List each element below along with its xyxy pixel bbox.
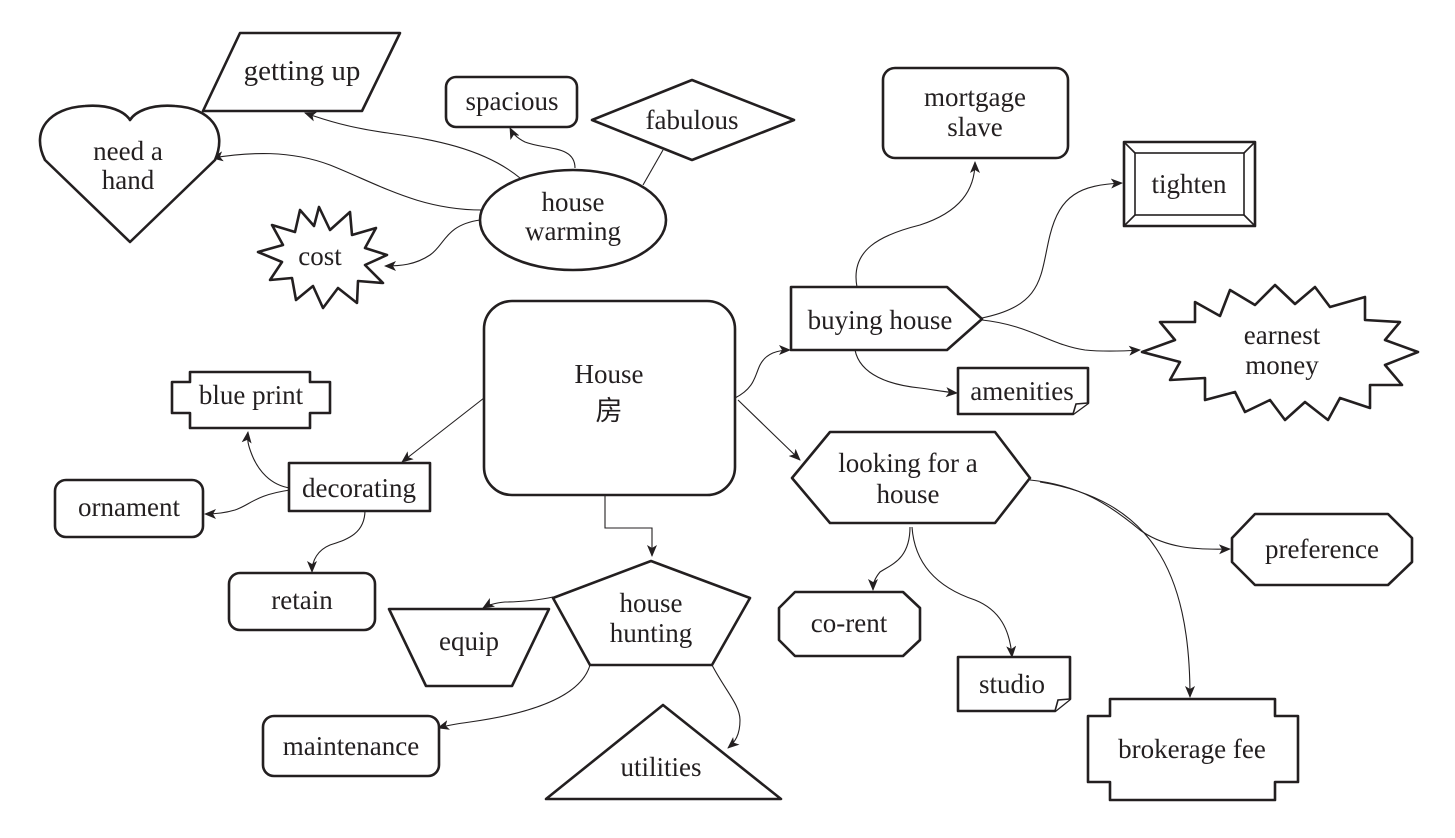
node-mortgage-slave-label-2: slave xyxy=(947,112,1002,142)
node-utilities-label: utilities xyxy=(621,752,702,782)
node-amenities: amenities xyxy=(956,366,1090,416)
node-equip: equip xyxy=(387,607,551,688)
edge-hunting-equip xyxy=(482,596,554,609)
edge-decorating-ornament xyxy=(204,489,291,519)
edge-housewarming-fabulous xyxy=(642,149,664,186)
edge-looking-preference xyxy=(1029,479,1231,555)
node-looking-for-a-house: looking for a house xyxy=(790,430,1032,525)
node-house-warming-label-1: house xyxy=(542,187,605,217)
edge-hunting-maintenance xyxy=(437,664,591,730)
node-house-warming-label-2: warming xyxy=(525,216,621,246)
node-preference: preference xyxy=(1230,512,1414,587)
node-ornament-label: ornament xyxy=(78,492,180,522)
node-ornament: ornament xyxy=(53,478,205,539)
node-brokerage-fee-label: brokerage fee xyxy=(1118,734,1266,764)
edge-housewarming-cost xyxy=(384,219,481,271)
edge-center-buying-house xyxy=(734,345,791,399)
edge-decorating-blue-print xyxy=(241,431,291,489)
edge-housewarming-getting-up xyxy=(304,111,521,179)
node-mortgage-slave-label-1: mortgage xyxy=(924,82,1026,112)
node-getting-up: getting up xyxy=(201,31,402,113)
node-house-hunting: house hunting xyxy=(551,559,752,667)
node-center-house: House 房 xyxy=(482,299,737,497)
node-maintenance: maintenance xyxy=(261,714,441,778)
connector-lines xyxy=(204,111,1231,749)
node-looking-label-2: house xyxy=(877,479,940,509)
edge-center-decorating xyxy=(401,397,485,463)
node-blue-print: blue print xyxy=(170,370,332,430)
node-getting-up-label: getting up xyxy=(244,55,361,87)
node-equip-label: equip xyxy=(439,626,499,656)
node-co-rent: co-rent xyxy=(777,590,922,658)
node-earnest-money: earnest money xyxy=(1140,283,1420,422)
node-retain: retain xyxy=(227,571,377,632)
node-need-a-hand-label-1: need a xyxy=(93,136,163,166)
edge-hunting-utilities xyxy=(711,664,741,749)
node-utilities: utilities xyxy=(544,703,783,801)
node-center-label-2: 房 xyxy=(596,396,623,426)
node-fabulous: fabulous xyxy=(590,78,796,162)
node-tighten: tighten xyxy=(1122,140,1257,228)
edge-looking-co-rent xyxy=(868,526,911,591)
edge-buying-amenities xyxy=(854,349,958,398)
edge-decorating-retain xyxy=(307,509,366,573)
node-decorating: decorating xyxy=(287,461,432,513)
node-studio-label: studio xyxy=(979,669,1045,699)
node-need-a-hand-label-2: hand xyxy=(102,165,155,195)
edge-looking-brokerage xyxy=(1039,481,1195,698)
node-spacious: spacious xyxy=(444,75,579,129)
edge-looking-studio xyxy=(911,526,1017,658)
node-need-a-hand: need a hand xyxy=(38,104,221,244)
node-maintenance-label: maintenance xyxy=(283,731,419,761)
node-brokerage-fee: brokerage fee xyxy=(1086,697,1300,802)
edge-buying-earnest xyxy=(981,319,1141,356)
node-studio: studio xyxy=(956,655,1072,713)
node-house-hunting-label-2: hunting xyxy=(610,618,693,648)
node-decorating-label: decorating xyxy=(302,473,416,503)
node-co-rent-label: co-rent xyxy=(811,608,888,638)
node-center-label-1: House xyxy=(575,359,644,389)
edge-housewarming-need-a-hand xyxy=(211,151,483,211)
node-tighten-label: tighten xyxy=(1152,169,1227,199)
node-amenities-label: amenities xyxy=(970,376,1073,406)
node-blue-print-label: blue print xyxy=(199,380,304,410)
node-retain-label: retain xyxy=(271,585,333,615)
node-looking-label-1: looking for a xyxy=(838,448,977,478)
node-mortgage-slave: mortgage slave xyxy=(881,66,1070,160)
node-buying-house: buying house xyxy=(789,285,984,352)
node-spacious-label: spacious xyxy=(466,86,559,116)
node-cost-label: cost xyxy=(298,241,342,271)
edge-center-looking-for-house xyxy=(737,399,801,461)
node-fabulous-label: fabulous xyxy=(646,105,739,135)
node-house-hunting-label-1: house xyxy=(620,588,683,618)
node-preference-label: preference xyxy=(1265,534,1379,564)
node-buying-house-label: buying house xyxy=(808,305,953,335)
node-earnest-money-label-1: earnest xyxy=(1244,320,1321,350)
node-house-warming: house warming xyxy=(478,168,668,272)
edge-buying-mortgage xyxy=(855,161,980,288)
node-cost: cost xyxy=(256,205,389,310)
edge-center-house-hunting xyxy=(604,495,657,557)
edge-buying-tighten xyxy=(981,178,1123,319)
edge-housewarming-spacious xyxy=(509,127,576,169)
node-earnest-money-label-2: money xyxy=(1245,350,1319,380)
